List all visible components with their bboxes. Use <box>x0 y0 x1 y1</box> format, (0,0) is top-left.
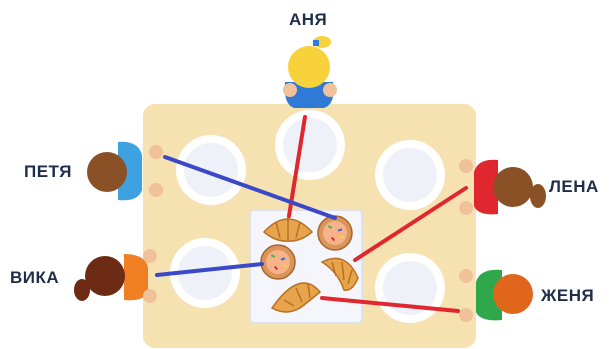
zhenya-figure <box>459 269 533 322</box>
plate-bottom-right <box>375 253 445 323</box>
line-vika-cookie <box>155 262 264 277</box>
cookie-right <box>317 215 353 251</box>
croissant-top <box>262 216 314 242</box>
petya-figure <box>87 141 163 201</box>
vika-figure <box>74 249 157 303</box>
croissant-right <box>320 257 359 291</box>
plate-top-left <box>176 135 246 205</box>
croissant-bottom <box>270 282 322 313</box>
plate-top-right <box>375 140 445 210</box>
line-zhenya-croissant <box>320 296 460 313</box>
anya-figure <box>283 36 337 108</box>
plate-top-middle <box>275 110 345 180</box>
plate-bottom-left <box>170 238 240 308</box>
line-lena-croissant <box>353 186 468 262</box>
cookie-left <box>260 244 296 280</box>
vika-label: ВИКА <box>10 268 60 287</box>
anya-label: АНЯ <box>289 10 328 29</box>
line-petya-cookie <box>163 155 337 220</box>
line-anya-croissant <box>287 115 307 218</box>
lena-label: ЛЕНА <box>549 177 599 196</box>
petya-label: ПЕТЯ <box>24 162 72 181</box>
zhenya-label: ЖЕНЯ <box>541 286 595 305</box>
lena-figure <box>459 159 546 215</box>
